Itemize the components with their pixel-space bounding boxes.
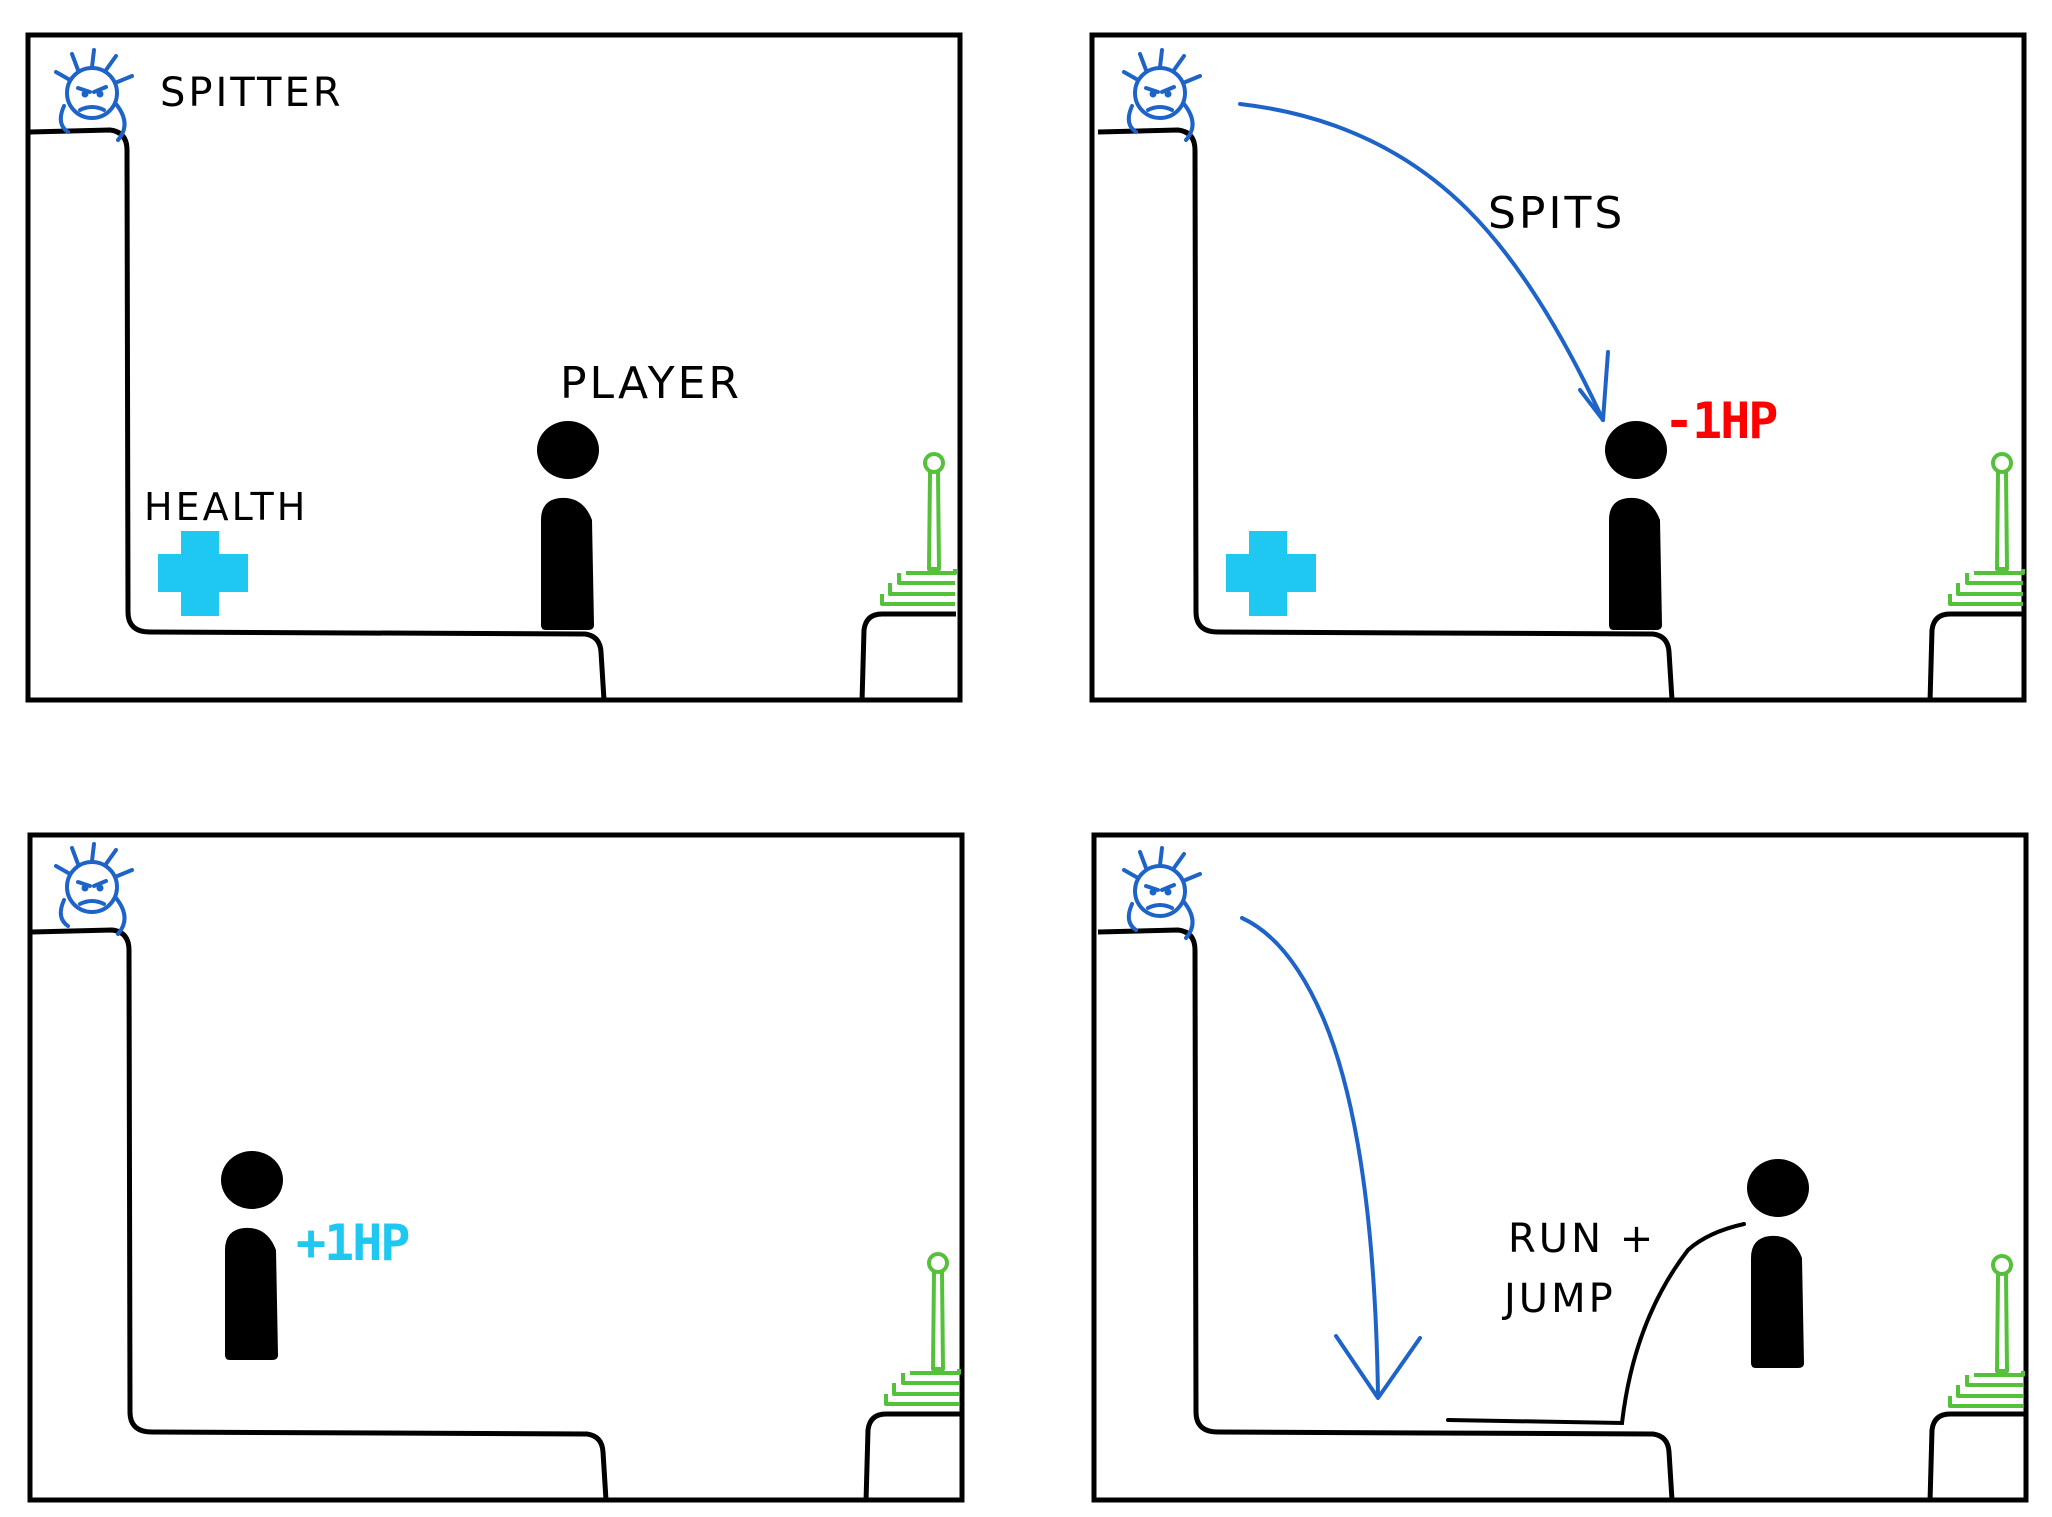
checkpoint-pole-icon — [1948, 452, 2025, 606]
spits-label: SPITS — [1488, 188, 1625, 239]
spitter-icon — [1122, 846, 1202, 940]
panel-4: RUN + JUMP — [1091, 832, 2029, 1503]
spitter-icon — [54, 48, 134, 142]
player-icon — [537, 421, 599, 630]
spit-arc — [1240, 916, 1380, 1397]
spitter-icon — [1122, 48, 1202, 142]
panel-4-frame — [1091, 832, 2029, 1503]
spit-arrowhead — [1578, 350, 1610, 422]
spit-arc — [1238, 102, 1605, 422]
panel-4-ground — [1097, 927, 1675, 1501]
player-icon — [1747, 1159, 1809, 1368]
health-cross-icon — [1226, 531, 1316, 616]
panel-3-ground — [31, 927, 609, 1501]
spitter-icon — [54, 842, 134, 936]
run-label: RUN + — [1508, 1216, 1656, 1262]
panel-3: +1HP — [27, 832, 965, 1503]
panel-1: SPITTER PLAYER HEALTH — [25, 32, 963, 703]
checkpoint-pole-icon — [1948, 1254, 2025, 1408]
spitter-label: SPITTER — [160, 70, 344, 116]
panel-4-ledge — [1927, 1411, 2024, 1503]
checkpoint-pole-icon — [884, 1252, 961, 1406]
panel-1-ledge — [859, 611, 956, 703]
panel-1-frame — [25, 32, 963, 703]
health-label: HEALTH — [144, 485, 308, 529]
heal-label: +1HP — [296, 1214, 408, 1272]
panel-3-frame — [27, 832, 965, 1503]
jump-label: JUMP — [1501, 1276, 1616, 1322]
panel-3-ledge — [863, 1411, 960, 1503]
checkpoint-pole-icon — [880, 452, 957, 606]
player-label: PLAYER — [560, 358, 742, 409]
panel-2-frame — [1089, 32, 2027, 703]
spit-arrowhead — [1334, 1334, 1422, 1400]
jump-path — [1446, 1222, 1746, 1426]
panel-1-ground — [29, 127, 607, 701]
panel-2-ledge — [1927, 611, 2024, 703]
damage-label: -1HP — [1664, 392, 1776, 450]
health-cross-icon — [158, 531, 248, 616]
panel-2: SPITS -1HP — [1089, 32, 2027, 703]
player-icon — [221, 1151, 283, 1360]
player-icon — [1605, 421, 1667, 630]
